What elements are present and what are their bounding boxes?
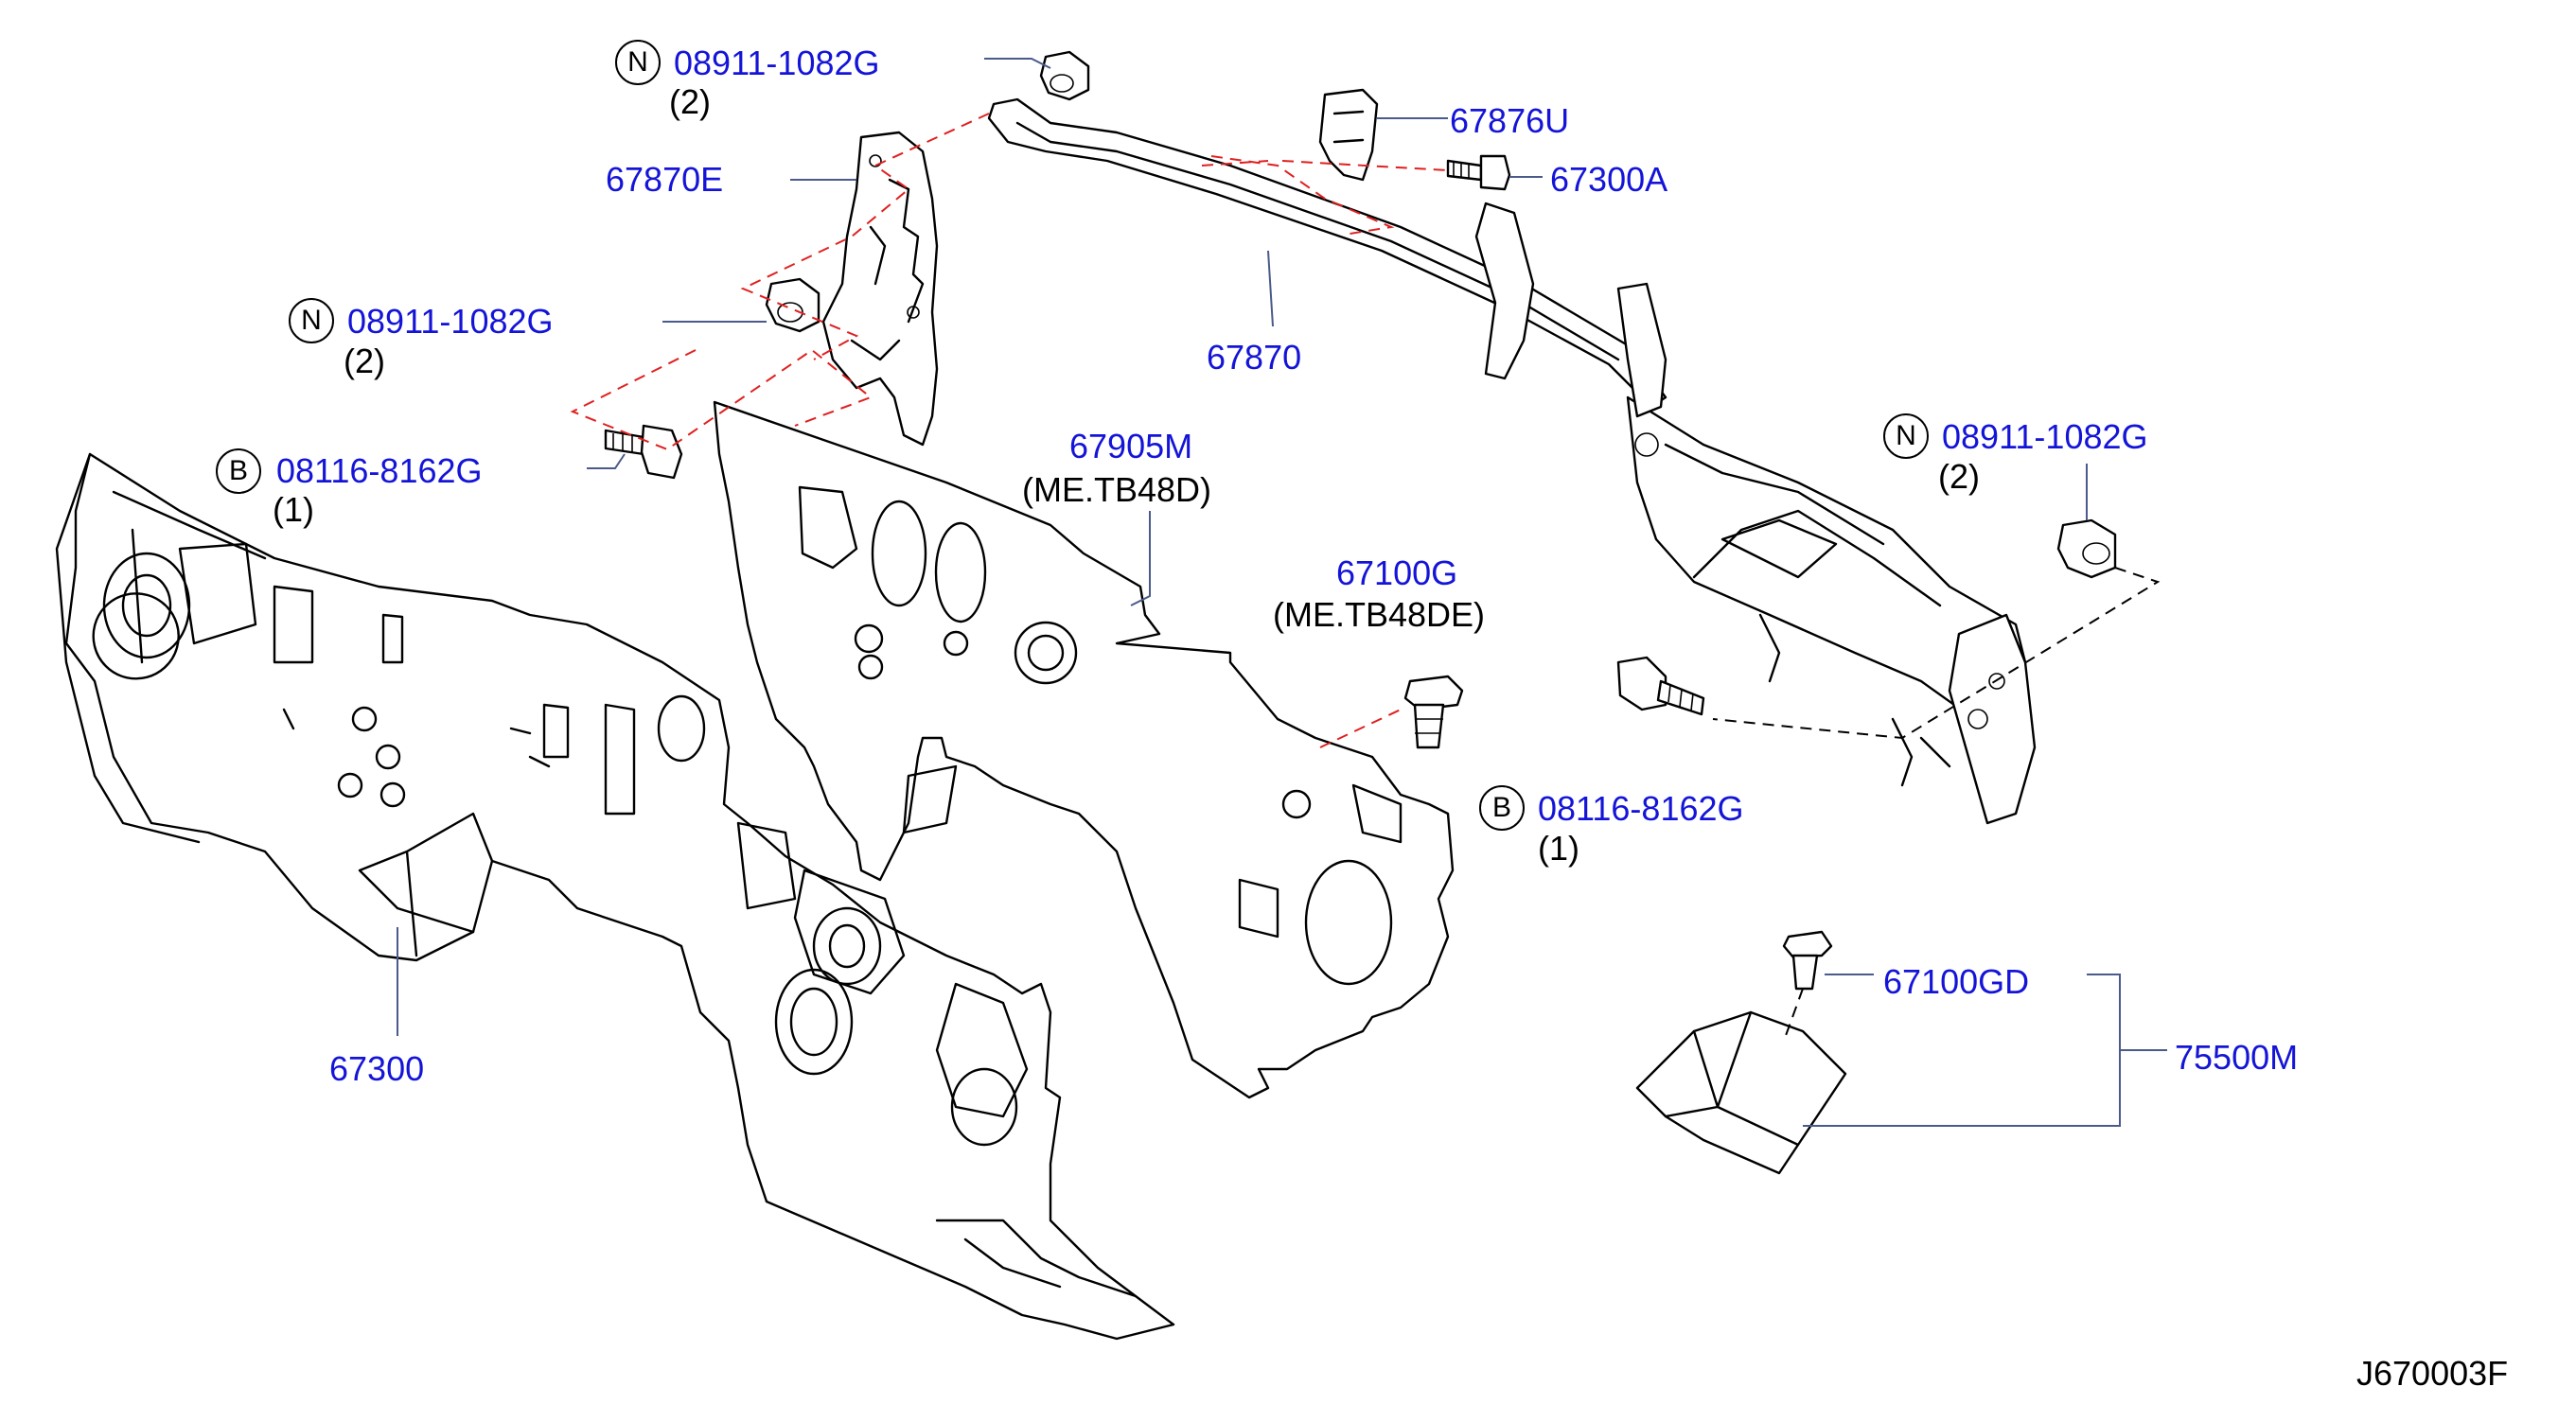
part-number-75500M: 75500M	[2175, 1038, 2299, 1077]
bolt-left	[604, 424, 683, 480]
leader-lines	[397, 58, 2167, 1127]
black-dashed-lines	[1712, 567, 2161, 1042]
part-number-67876U: 67876U	[1450, 101, 1570, 140]
quantity-n3: (2)	[1938, 457, 1980, 496]
part-number-n3: 08911-1082G	[1942, 417, 2148, 456]
callout-symbol-n1: N	[615, 40, 661, 85]
clip-67100G	[1403, 675, 1464, 749]
part-number-67905M: 67905M	[1069, 427, 1193, 465]
diagram-code: J670003F	[2356, 1354, 2509, 1393]
dash-panel-67300	[55, 452, 1175, 1341]
part-number-67300: 67300	[329, 1049, 425, 1088]
quantity-n1: (2)	[669, 82, 711, 121]
part-number-67100G: 67100G	[1336, 553, 1458, 592]
quantity-b1: (1)	[273, 490, 314, 529]
part-number-67870E: 67870E	[606, 160, 724, 199]
note-67100G: (ME.TB48DE)	[1273, 595, 1486, 634]
cross-member-67870	[987, 97, 2037, 825]
callout-symbol-n3: N	[1883, 413, 1929, 459]
nut-top	[1039, 50, 1090, 101]
bolt-right	[1616, 656, 1705, 716]
red-dashed-lines	[570, 113, 1449, 748]
callout-symbol-b2: B	[1479, 785, 1525, 831]
part-number-n1: 08911-1082G	[674, 44, 880, 82]
part-number-67870: 67870	[1207, 338, 1302, 377]
part-number-67300A: 67300A	[1550, 160, 1668, 199]
bracket-67876U	[1318, 88, 1379, 182]
quantity-n2: (2)	[344, 342, 385, 380]
part-number-b1: 08116-8162G	[276, 451, 483, 490]
nut-right	[2056, 518, 2117, 579]
part-number-n2: 08911-1082G	[347, 302, 554, 341]
clip-67100GD	[1782, 930, 1833, 991]
callout-symbol-b1: B	[216, 448, 261, 494]
insulator-67905M	[713, 400, 1455, 1099]
bolt-67300A	[1446, 154, 1511, 191]
part-number-67100GD: 67100GD	[1883, 962, 2030, 1001]
nut-middle	[765, 277, 820, 333]
bracket-67870E	[821, 131, 939, 447]
quantity-b2: (1)	[1538, 829, 1579, 868]
callout-symbol-n2: N	[289, 298, 334, 343]
note-67905M: (ME.TB48D)	[1022, 470, 1212, 509]
cover-75500M	[1635, 1010, 1847, 1175]
part-number-b2: 08116-8162G	[1538, 789, 1744, 828]
